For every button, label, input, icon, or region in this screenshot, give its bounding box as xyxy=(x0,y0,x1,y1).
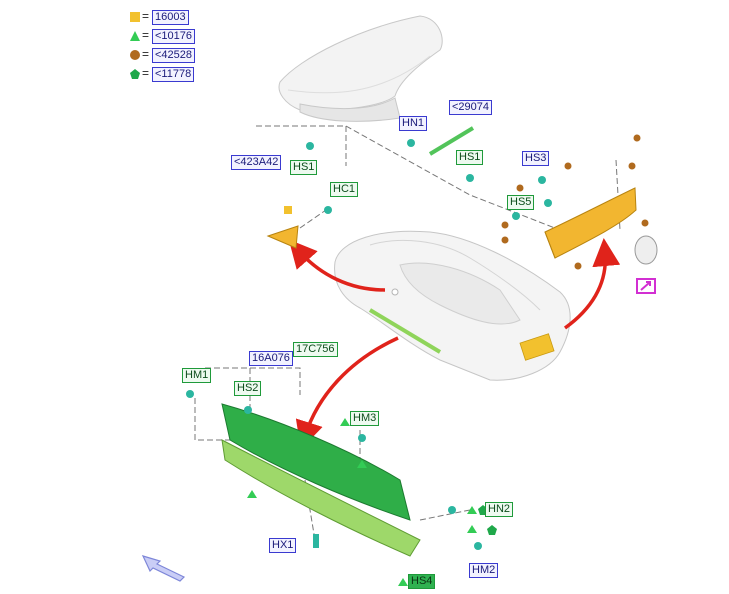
triangle-icon xyxy=(130,31,140,41)
callout-hs1[interactable]: HS1 xyxy=(456,150,484,165)
vehicle-body xyxy=(334,230,571,381)
callout-hm1[interactable]: HM1 xyxy=(182,368,212,383)
callout-hs5[interactable]: HS5 xyxy=(507,195,535,210)
callout-423a42[interactable]: <423A42 xyxy=(231,155,282,170)
callout-hs1[interactable]: HS1 xyxy=(290,160,318,175)
callout-hc1[interactable]: HC1 xyxy=(330,182,359,197)
legend-code[interactable]: <10176 xyxy=(152,29,196,44)
legend-code[interactable]: <42528 xyxy=(152,48,196,63)
callout-hx1[interactable]: HX1 xyxy=(269,538,297,553)
yellow-square-marker xyxy=(284,206,292,214)
red-arrows xyxy=(288,238,621,450)
callout-hn2[interactable]: HN2 xyxy=(485,502,514,517)
callout-hm2[interactable]: HM2 xyxy=(469,563,499,578)
callout-16a076[interactable]: 16A076 xyxy=(249,351,293,366)
callout-17c756[interactable]: 17C756 xyxy=(293,342,338,357)
trunk-lid xyxy=(278,15,443,122)
bracket-part xyxy=(266,225,299,249)
green-triangle-markers xyxy=(247,418,477,586)
pencil-arrow-icon[interactable] xyxy=(636,278,656,294)
square-icon xyxy=(130,12,140,22)
rocker-panel xyxy=(221,403,421,557)
pentagon-icon xyxy=(130,69,140,79)
callout-hs3[interactable]: HS3 xyxy=(522,151,550,166)
rear-valance xyxy=(544,187,637,259)
green-bar-part xyxy=(428,126,475,156)
legend-code[interactable]: <11778 xyxy=(152,67,195,82)
direction-arrow-icon[interactable] xyxy=(140,553,188,583)
callout-hs4[interactable]: HS4 xyxy=(408,574,436,589)
callout-hn1[interactable]: HN1 xyxy=(399,116,428,131)
circle-icon xyxy=(130,50,140,60)
emblem-part xyxy=(634,235,658,265)
brown-circle-markers xyxy=(501,134,649,270)
callout-hs2[interactable]: HS2 xyxy=(234,381,262,396)
callout-hm3[interactable]: HM3 xyxy=(350,411,380,426)
callout-29074[interactable]: <29074 xyxy=(449,100,493,115)
fasteners xyxy=(186,139,552,550)
legend-code[interactable]: 16003 xyxy=(152,10,189,25)
